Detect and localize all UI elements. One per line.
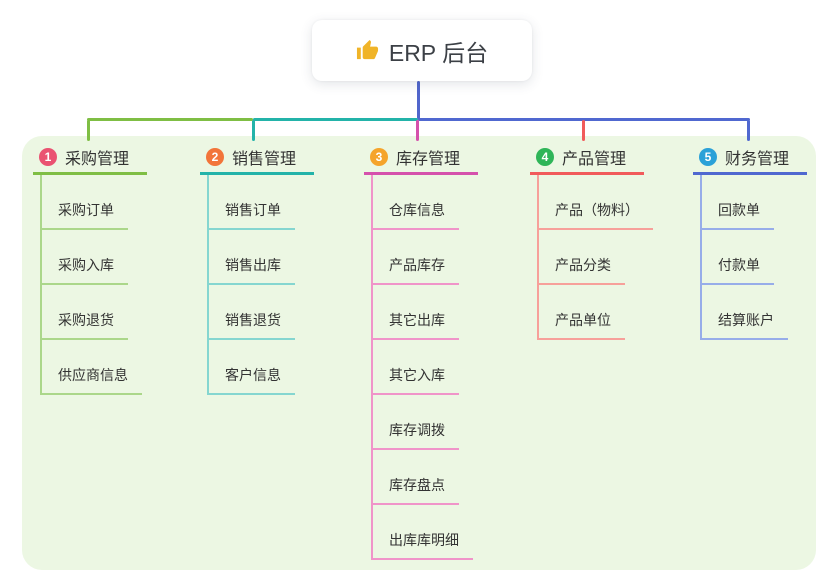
- branch-node-purchase[interactable]: 1 采购管理: [33, 141, 148, 175]
- child-node[interactable]: 其它入库: [373, 340, 459, 395]
- child-node[interactable]: 其它出库: [373, 285, 459, 340]
- connector-drop-purchase: [87, 120, 90, 141]
- child-node[interactable]: 仓库信息: [373, 175, 459, 230]
- child-node[interactable]: 销售订单: [209, 175, 295, 230]
- branch-children: 回款单 付款单 结算账户: [700, 175, 788, 340]
- connector-line-root: [417, 81, 420, 119]
- branch-label: 采购管理: [65, 150, 130, 168]
- child-node[interactable]: 产品分类: [539, 230, 625, 285]
- child-label: 产品单位: [555, 312, 611, 328]
- branch-children: 销售订单 销售出库 销售退货 客户信息: [207, 175, 295, 395]
- branch-node-inventory[interactable]: 3 库存管理: [364, 141, 479, 175]
- child-node[interactable]: 采购入库: [42, 230, 128, 285]
- child-node[interactable]: 产品单位: [539, 285, 625, 340]
- child-node[interactable]: 客户信息: [209, 340, 295, 395]
- branch-children: 产品（物料） 产品分类 产品单位: [537, 175, 653, 340]
- branch-label: 产品管理: [562, 150, 627, 168]
- branch-number-badge: 5: [699, 147, 717, 166]
- branch-label: 销售管理: [232, 150, 297, 168]
- child-label: 库存调拨: [389, 422, 445, 438]
- child-label: 出库库明细: [389, 532, 459, 548]
- branch-node-finance[interactable]: 5 财务管理: [693, 141, 808, 175]
- connector-line-sales: [253, 118, 418, 121]
- child-node[interactable]: 结算账户: [702, 285, 788, 340]
- child-node[interactable]: 付款单: [702, 230, 774, 285]
- branch-children: 采购订单 采购入库 采购退货 供应商信息: [40, 175, 142, 395]
- child-label: 客户信息: [225, 367, 281, 383]
- branch-purchase: 1 采购管理 采购订单 采购入库 采购退货 供应商信息: [33, 141, 148, 395]
- root-node[interactable]: ERP 后台: [312, 20, 532, 81]
- child-label: 回款单: [718, 202, 760, 218]
- child-node[interactable]: 库存调拨: [373, 395, 459, 450]
- child-label: 库存盘点: [389, 477, 445, 493]
- connector-drop-product: [582, 120, 585, 141]
- branch-node-product[interactable]: 4 产品管理: [530, 141, 645, 175]
- branch-children: 仓库信息 产品库存 其它出库 其它入库 库存调拨 库存盘点 出库库明细: [371, 175, 473, 560]
- branch-product: 4 产品管理 产品（物料） 产品分类 产品单位: [530, 141, 653, 340]
- child-label: 销售退货: [225, 312, 281, 328]
- root-node-label: ERP 后台: [388, 39, 489, 66]
- branch-label: 财务管理: [725, 150, 790, 168]
- child-label: 采购订单: [58, 202, 114, 218]
- connector-drop-inventory: [416, 120, 419, 141]
- child-node[interactable]: 采购退货: [42, 285, 128, 340]
- child-label: 产品库存: [389, 257, 445, 273]
- child-node[interactable]: 销售退货: [209, 285, 295, 340]
- branch-finance: 5 财务管理 回款单 付款单 结算账户: [693, 141, 808, 340]
- connector-line-purchase: [87, 118, 253, 121]
- branch-number-badge: 1: [39, 147, 57, 166]
- branch-label: 库存管理: [396, 150, 461, 168]
- branch-inventory: 3 库存管理 仓库信息 产品库存 其它出库 其它入库 库存调拨 库存盘点 出库库…: [364, 141, 479, 560]
- child-label: 结算账户: [718, 312, 774, 328]
- child-node[interactable]: 供应商信息: [42, 340, 142, 395]
- child-label: 销售出库: [225, 257, 281, 273]
- child-label: 其它出库: [389, 312, 445, 328]
- connector-drop-finance: [747, 120, 750, 141]
- child-node[interactable]: 回款单: [702, 175, 774, 230]
- thumbs-up-icon: [356, 39, 379, 62]
- branch-node-sales[interactable]: 2 销售管理: [200, 141, 315, 175]
- branch-number-badge: 2: [206, 147, 224, 166]
- child-label: 产品分类: [555, 257, 611, 273]
- child-node[interactable]: 产品库存: [373, 230, 459, 285]
- mindmap-background-panel: [22, 136, 816, 570]
- branch-sales: 2 销售管理 销售订单 销售出库 销售退货 客户信息: [200, 141, 315, 395]
- child-label: 销售订单: [225, 202, 281, 218]
- child-label: 采购入库: [58, 257, 114, 273]
- child-label: 仓库信息: [389, 202, 445, 218]
- branch-number-badge: 3: [370, 147, 388, 166]
- child-label: 采购退货: [58, 312, 114, 328]
- child-node[interactable]: 销售出库: [209, 230, 295, 285]
- child-label: 产品（物料）: [555, 202, 639, 218]
- child-node[interactable]: 采购订单: [42, 175, 128, 230]
- branch-number-badge: 4: [536, 147, 554, 166]
- child-label: 其它入库: [389, 367, 445, 383]
- child-node[interactable]: 产品（物料）: [539, 175, 653, 230]
- child-node[interactable]: 出库库明细: [373, 505, 473, 560]
- connector-line-finance: [418, 118, 750, 121]
- child-node[interactable]: 库存盘点: [373, 450, 459, 505]
- child-label: 供应商信息: [58, 367, 128, 383]
- connector-drop-sales: [252, 120, 255, 141]
- child-label: 付款单: [718, 257, 760, 273]
